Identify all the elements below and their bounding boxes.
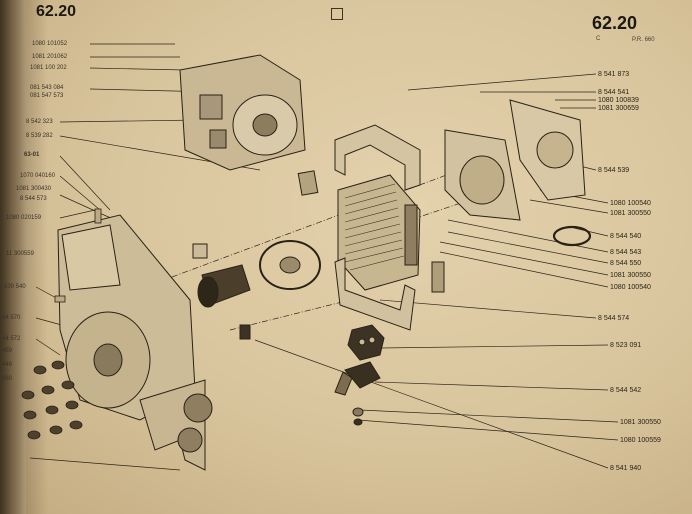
callout-right: 1080 100540 bbox=[610, 284, 651, 291]
page-number-right: 62.20 bbox=[592, 13, 638, 33]
callout-right: 8 544 543 bbox=[610, 249, 642, 256]
callout-left: 44 570 bbox=[2, 315, 21, 321]
callout-right: 1080 100839 bbox=[598, 97, 639, 104]
callout-right: 8 541 940 bbox=[610, 465, 642, 472]
callout-left: 63-01 bbox=[24, 152, 40, 158]
callout-left: 1080 101052 bbox=[32, 41, 68, 47]
corner-checkbox-mark bbox=[331, 8, 343, 20]
callout-left: 1081 201062 bbox=[32, 54, 68, 60]
callout-right: 1081 300550 bbox=[620, 419, 661, 426]
callout-right: 8 544 542 bbox=[610, 387, 642, 394]
callout-right: 8 544 539 bbox=[598, 167, 630, 174]
callout-left: 081 547 573 bbox=[30, 93, 64, 99]
callout-right: 1081 300659 bbox=[598, 105, 639, 112]
callout-right: 8 544 550 bbox=[610, 260, 642, 267]
callout-right: 1080 100540 bbox=[610, 200, 651, 207]
callout-right: 8 544 574 bbox=[598, 315, 630, 322]
callout-left: 449 bbox=[2, 362, 13, 368]
callout-left: 100 540 bbox=[4, 284, 26, 290]
callout-left: 8 544 573 bbox=[20, 196, 47, 202]
callout-left: 459 bbox=[2, 348, 13, 354]
callout-left: 1080 020159 bbox=[6, 215, 42, 221]
callout-right: 1080 100559 bbox=[620, 437, 661, 444]
callout-left: 960 bbox=[2, 376, 13, 382]
ref-right: P.R. 660 bbox=[632, 37, 655, 43]
callout-right: 8 523 091 bbox=[610, 342, 642, 349]
callout-left: 1081 300430 bbox=[16, 186, 52, 192]
callout-right: 1081 300550 bbox=[610, 210, 651, 217]
callout-left: 081 543 084 bbox=[30, 85, 64, 91]
page-number-left: 62.20 bbox=[36, 3, 77, 20]
callout-right: 8 544 540 bbox=[610, 233, 642, 240]
callout-left: 1070 040160 bbox=[20, 173, 56, 179]
callout-right: 8 541 873 bbox=[598, 71, 630, 78]
left-page-shadow bbox=[0, 0, 48, 514]
callout-left: 1081 100 202 bbox=[30, 65, 67, 71]
ref-prefix-right: C bbox=[596, 36, 601, 42]
callout-right: 8 544 541 bbox=[598, 89, 630, 96]
callout-right: 1081 300550 bbox=[610, 272, 651, 279]
callout-left: 11 300559 bbox=[6, 251, 34, 257]
callout-left: 8 539 282 bbox=[26, 133, 53, 139]
callout-left: 44 572 bbox=[2, 336, 21, 342]
callout-left: 8 542 323 bbox=[26, 119, 53, 125]
